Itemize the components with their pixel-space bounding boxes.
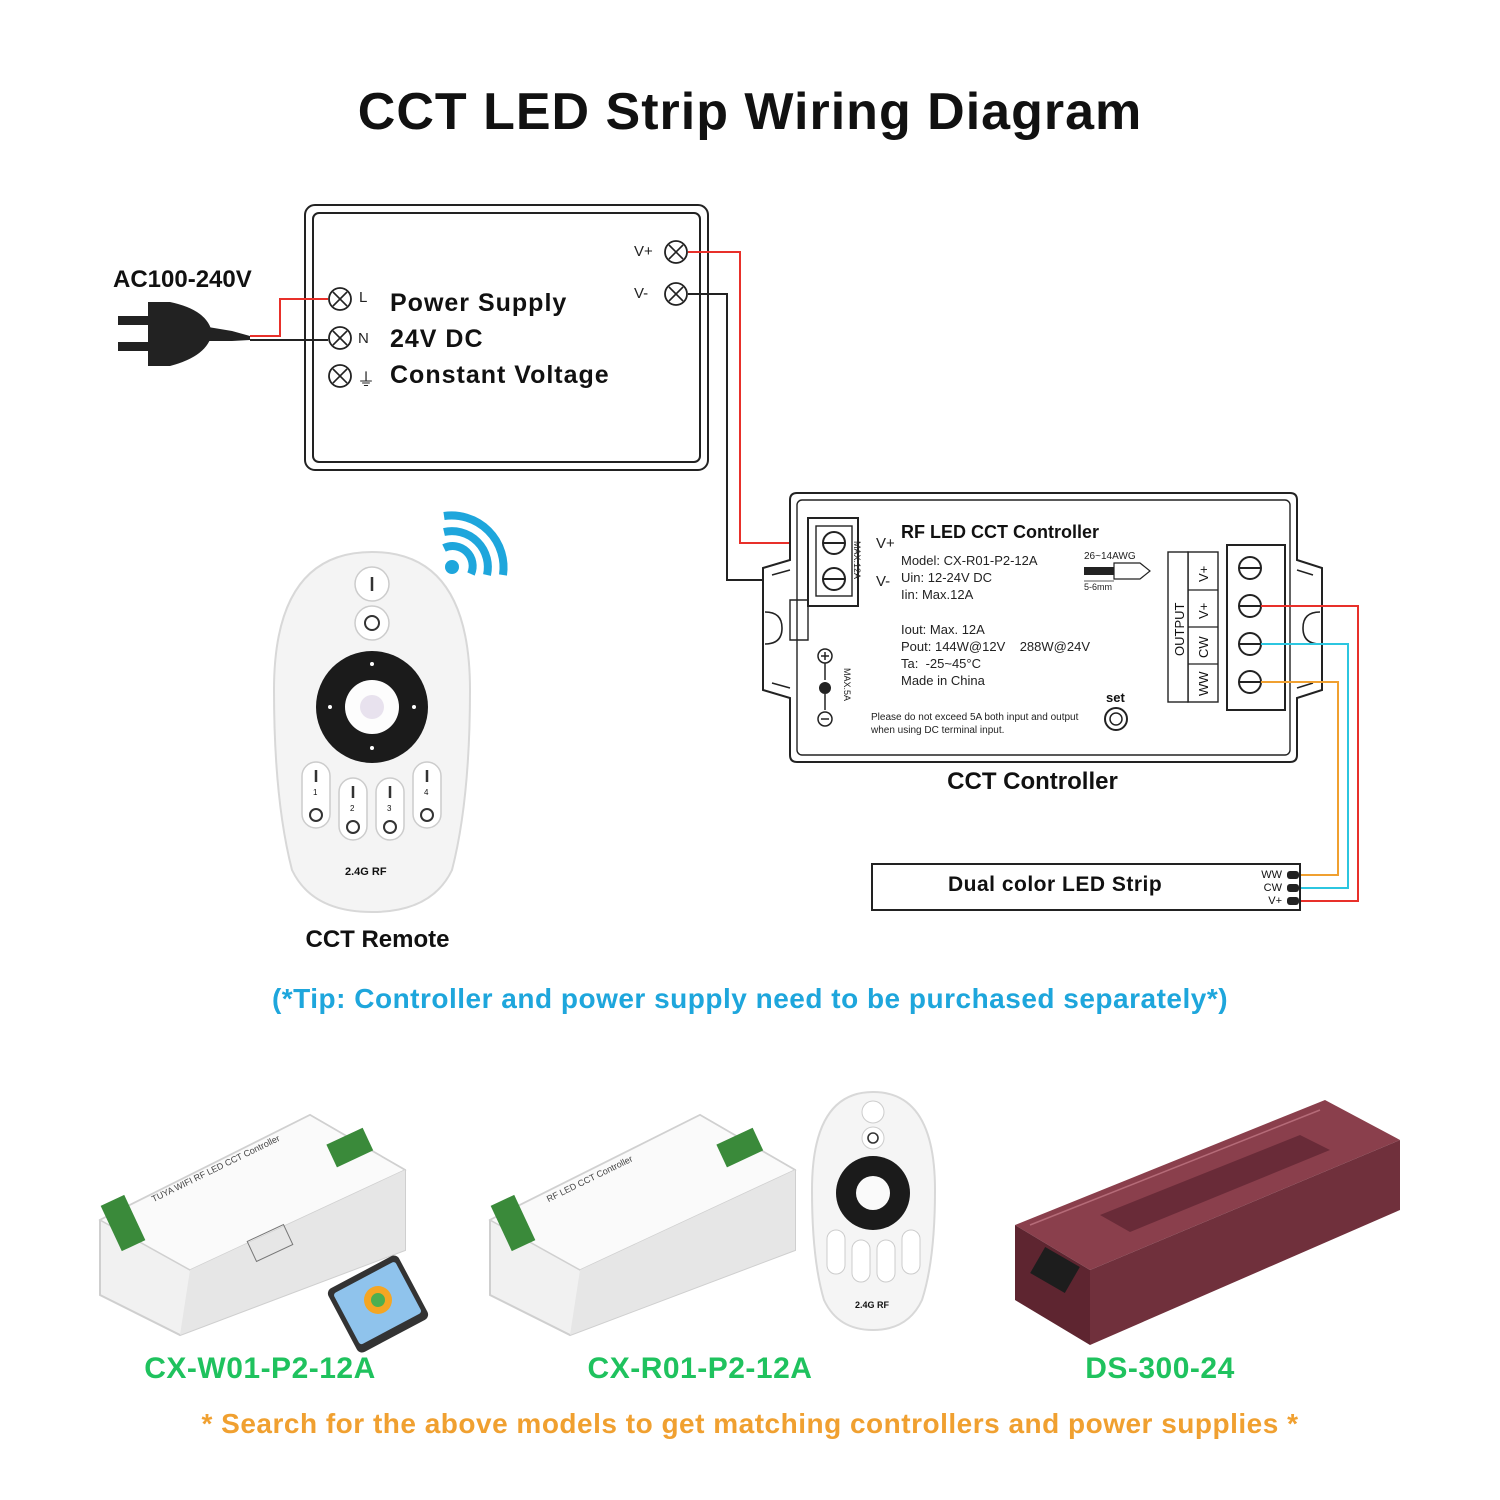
dc-jack-icon [817, 648, 833, 727]
ps-terminal-label-ground: ⏚ [357, 370, 375, 390]
controller-spec-ta: Ta: -25~45°C [901, 656, 981, 671]
wire-strip-cw [1261, 643, 1349, 889]
wire-strip-vplus [1261, 605, 1359, 902]
wire-strip-ww [1261, 681, 1339, 876]
controller-input-terminal-block [789, 517, 859, 641]
led-strip-label: Dual color LED Strip [948, 873, 1163, 896]
ps-output-terminal-vplus [664, 240, 688, 264]
wire-dc-positive [688, 251, 818, 544]
wire-strip-icon [1084, 562, 1151, 582]
product-rf-controller-image [488, 1113, 797, 1337]
ctrl-output-label-ww: WW [1196, 671, 1211, 696]
product-power-supply-image [1015, 1100, 1400, 1345]
controller-warning-2: when using DC terminal input. [871, 725, 1005, 736]
controller-warning-1: Please do not exceed 5A both input and o… [871, 712, 1079, 723]
ctrl-output-label-cw: CW [1196, 636, 1211, 658]
wireless-signal-icon [442, 511, 508, 576]
remote-zone-4: 4 [424, 788, 429, 797]
controller-spec-pout: Pout: 144W@12V 288W@24V [901, 639, 1090, 654]
ac-input-label: AC100-240V [113, 266, 252, 293]
ps-input-terminal-ground [328, 364, 352, 388]
product-model-3: DS-300-24 [1085, 1352, 1235, 1385]
search-note: * Search for the above models to get mat… [201, 1408, 1299, 1439]
controller-caption: CCT Controller [947, 768, 1118, 795]
product-wifi-controller-image [98, 1113, 429, 1353]
ctrl-input-label-vplus: V+ [876, 535, 895, 552]
controller-spec-iin: Iin: Max.12A [901, 587, 974, 602]
awg-label: 26~14AWG [1084, 551, 1136, 562]
ps-terminal-label-l: L [359, 289, 368, 306]
ps-line-3: Constant Voltage [390, 361, 610, 389]
ps-output-terminal-vminus [664, 282, 688, 306]
set-label: set [1106, 690, 1125, 705]
output-label: OUTPUT [1172, 602, 1187, 656]
product-model-2: CX-R01-P2-12A [587, 1352, 813, 1385]
wire-live [250, 298, 328, 337]
controller-spec-uin: Uin: 12-24V DC [901, 570, 993, 585]
ctrl-input-label-vminus: V- [876, 573, 891, 590]
power-supply-box [304, 204, 709, 471]
ctrl-output-label-vplus-1: V+ [1196, 565, 1211, 582]
strip-pin-cw: CW [1263, 882, 1282, 894]
controller-spec-model: Model: CX-R01-P2-12A [901, 553, 1038, 568]
max-12a-label: MAX.12A [852, 541, 862, 580]
strip-length-label: 5-6mm [1084, 582, 1113, 592]
remote-rf-label: 2.4G RF [345, 866, 387, 878]
remote-drawing [272, 550, 472, 914]
product-model-1: CX-W01-P2-12A [144, 1352, 376, 1385]
product-remote-image [810, 1090, 937, 1332]
max-5a-label: MAX.5A [842, 668, 852, 702]
controller-title: RF LED CCT Controller [901, 522, 1099, 542]
page-title: CCT LED Strip Wiring Diagram [357, 83, 1143, 141]
ps-terminal-label-vplus: V+ [634, 243, 653, 260]
strip-pin-ww: WW [1261, 869, 1282, 881]
remote-zone-3: 3 [387, 804, 392, 813]
tip-note: (*Tip: Controller and power supply need … [271, 983, 1229, 1014]
controller-spec-iout: Iout: Max. 12A [901, 622, 985, 637]
ctrl-output-label-vplus-2: V+ [1196, 602, 1211, 619]
ac-plug-icon [118, 302, 250, 366]
controller-spec-made: Made in China [901, 673, 985, 688]
set-button-icon [1104, 707, 1128, 731]
ps-terminal-label-n: N [358, 330, 369, 347]
ps-line-1: Power Supply [390, 289, 568, 317]
led-strip-box [871, 863, 1301, 911]
ps-input-terminal-l [328, 287, 352, 311]
remote-zone-1: 1 [313, 788, 318, 797]
ps-line-2: 24V DC [390, 325, 484, 353]
ps-input-terminal-n [328, 326, 352, 350]
remote-zone-2: 2 [350, 804, 355, 813]
remote-caption: CCT Remote [305, 926, 450, 953]
product-remote-rf-label: 2.4G RF [855, 1300, 890, 1310]
ps-terminal-label-vminus: V- [634, 285, 649, 302]
strip-pin-vplus: V+ [1268, 895, 1282, 907]
